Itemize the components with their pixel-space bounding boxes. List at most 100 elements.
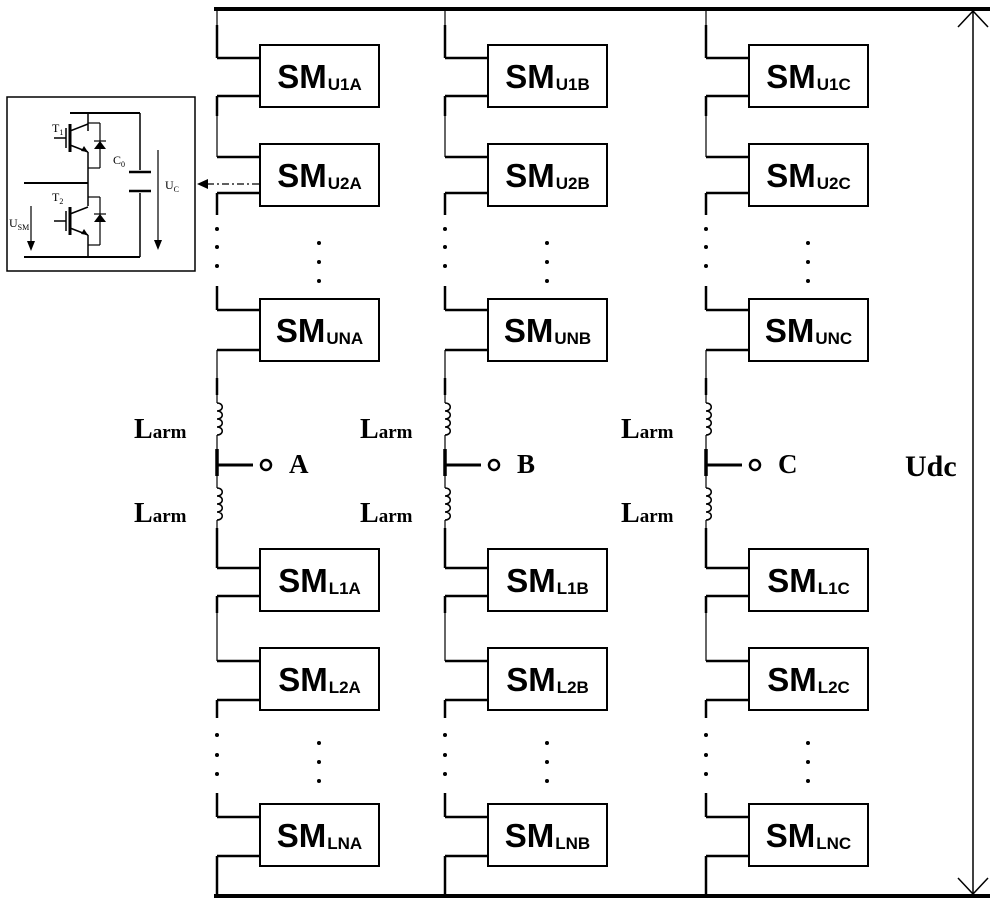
- arm-inductor-coil: [444, 487, 451, 521]
- continuation-dots: [443, 733, 447, 737]
- t2-label: T2: [52, 190, 64, 206]
- submodule-subscript: U2A: [327, 174, 362, 193]
- submodule-subscript: UNB: [554, 329, 592, 348]
- submodule-subscript: LNA: [327, 834, 363, 853]
- submodule-label: SM: [767, 660, 817, 698]
- phase-c-label: C: [778, 449, 798, 480]
- arm-inductor-coil: [216, 487, 223, 521]
- continuation-dots: [317, 741, 321, 745]
- continuation-dots: [317, 260, 321, 264]
- lower-arm-inductor-label: Larm: [621, 498, 673, 530]
- submodule-subscript: U1B: [555, 75, 590, 94]
- lower-arm-inductor-label: Larm: [360, 498, 412, 530]
- submodule-subscript: L1C: [817, 579, 850, 598]
- larm-subscript: arm: [639, 422, 674, 443]
- upper-arm-inductor-label: Larm: [621, 414, 673, 446]
- larm-subscript: arm: [152, 422, 187, 443]
- upper-arm-inductor-label: Larm: [134, 414, 186, 446]
- phase-c-terminal: [748, 458, 762, 472]
- continuation-dots: [806, 241, 810, 245]
- capacitor-label: C0: [113, 153, 126, 169]
- submodule-subscript: LNB: [555, 834, 591, 853]
- submodule-label: SM: [767, 561, 817, 599]
- continuation-dots: [704, 753, 708, 757]
- continuation-dots: [545, 279, 549, 283]
- t1-label: T1: [52, 121, 64, 137]
- submodule-subscript: L2A: [328, 678, 361, 697]
- phase-b-terminal: [487, 458, 501, 472]
- submodule-label: SM: [506, 561, 556, 599]
- continuation-dots: [545, 760, 549, 764]
- larm-main: L: [621, 414, 640, 445]
- submodule-label: SM: [277, 57, 327, 95]
- submodule-subscript: UNC: [815, 329, 853, 348]
- continuation-dots: [215, 772, 219, 776]
- continuation-dots: [704, 227, 708, 231]
- submodule-subscript: UNA: [326, 329, 364, 348]
- diode-symbol: [94, 214, 106, 222]
- continuation-dots: [704, 245, 708, 249]
- continuation-dots: [704, 733, 708, 737]
- diode-symbol: [94, 141, 106, 149]
- phase-label: C: [778, 449, 798, 479]
- usm-label: USM: [9, 216, 30, 232]
- larm-subscript: arm: [152, 506, 187, 527]
- continuation-dots: [806, 741, 810, 745]
- continuation-dots: [806, 760, 810, 764]
- submodule-subscript: U2B: [555, 174, 590, 193]
- continuation-dots: [443, 245, 447, 249]
- submodule-label: SM: [505, 156, 555, 194]
- larm-main: L: [621, 498, 640, 529]
- continuation-dots: [545, 779, 549, 783]
- phase-label: B: [517, 449, 536, 479]
- continuation-dots: [704, 264, 708, 268]
- continuation-dots: [545, 241, 549, 245]
- continuation-dots: [317, 279, 321, 283]
- udc-arrow: [957, 9, 989, 896]
- continuation-dots: [215, 733, 219, 737]
- arm-inductor-coil: [444, 402, 451, 436]
- larm-main: L: [360, 414, 379, 445]
- submodule-label: SM: [277, 156, 327, 194]
- submodule-label: SM: [765, 816, 816, 854]
- continuation-dots: [443, 772, 447, 776]
- arm-inductor-coil: [705, 402, 712, 436]
- continuation-dots: [806, 260, 810, 264]
- continuation-dots: [317, 760, 321, 764]
- continuation-dots: [215, 753, 219, 757]
- upper-arm-inductor-label: Larm: [360, 414, 412, 446]
- submodule-subscript: L2B: [556, 678, 589, 697]
- arm-inductor-coil: [216, 402, 223, 436]
- submodule-label: SM: [275, 311, 326, 349]
- lower-arm-inductor-label: Larm: [134, 498, 186, 530]
- larm-subscript: arm: [639, 506, 674, 527]
- submodule-subscript: L2C: [817, 678, 850, 697]
- submodule-label: SM: [504, 816, 555, 854]
- continuation-dots: [317, 241, 321, 245]
- larm-subscript: arm: [378, 422, 413, 443]
- submodule-inset: [6, 96, 196, 272]
- continuation-dots: [443, 264, 447, 268]
- phase-a-label: A: [289, 449, 309, 480]
- continuation-dots: [215, 227, 219, 231]
- dc-voltage-label: Udc: [905, 450, 957, 483]
- larm-main: L: [134, 498, 153, 529]
- larm-main: L: [134, 414, 153, 445]
- submodule-subscript: L1A: [328, 579, 361, 598]
